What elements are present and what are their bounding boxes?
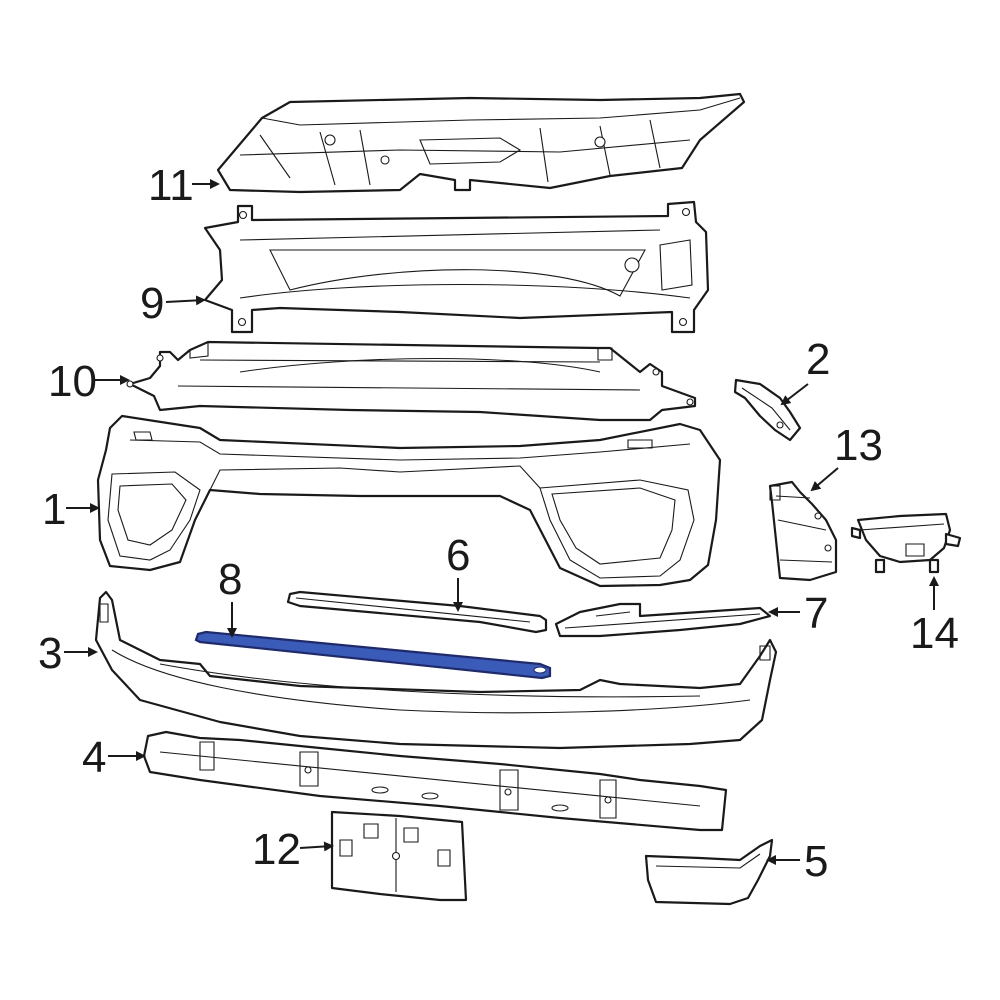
callout-13: 13 — [834, 421, 883, 470]
callout-12: 12 — [252, 825, 301, 874]
part-3-lower-fascia — [94, 590, 778, 750]
callout-6: 6 — [446, 531, 470, 580]
part-8-highlighted-strip — [194, 630, 552, 680]
part-6-molding-strip — [286, 590, 548, 634]
callout-4: 4 — [82, 733, 106, 782]
part-13-side-bracket — [768, 480, 838, 582]
callout-7: 7 — [804, 589, 828, 638]
callout-11: 11 — [148, 161, 194, 210]
callout-8: 8 — [218, 555, 242, 604]
callout-14: 14 — [910, 609, 959, 658]
leader-12 — [299, 841, 334, 852]
part-1-bumper-fascia — [96, 414, 722, 588]
part-2-bracket — [733, 378, 802, 442]
part-12-license-bracket — [330, 810, 468, 902]
part-10-upper-shield — [126, 340, 697, 422]
leader-13 — [810, 467, 839, 492]
callout-3: 3 — [38, 629, 62, 678]
part-5-corner-piece — [644, 838, 774, 906]
leader-2 — [780, 383, 809, 406]
part-4-energy-absorber — [142, 730, 728, 832]
part-11-cowl-panel — [216, 92, 746, 194]
part-14-lower-bracket — [850, 512, 962, 574]
callout-1: 1 — [42, 485, 66, 534]
callout-10: 10 — [48, 357, 97, 406]
callout-2: 2 — [806, 335, 830, 384]
callout-5: 5 — [804, 837, 828, 886]
part-9-radiator-support — [203, 200, 710, 334]
part-7-trim — [554, 602, 772, 638]
leader-9 — [165, 295, 206, 306]
callout-9: 9 — [140, 279, 164, 328]
